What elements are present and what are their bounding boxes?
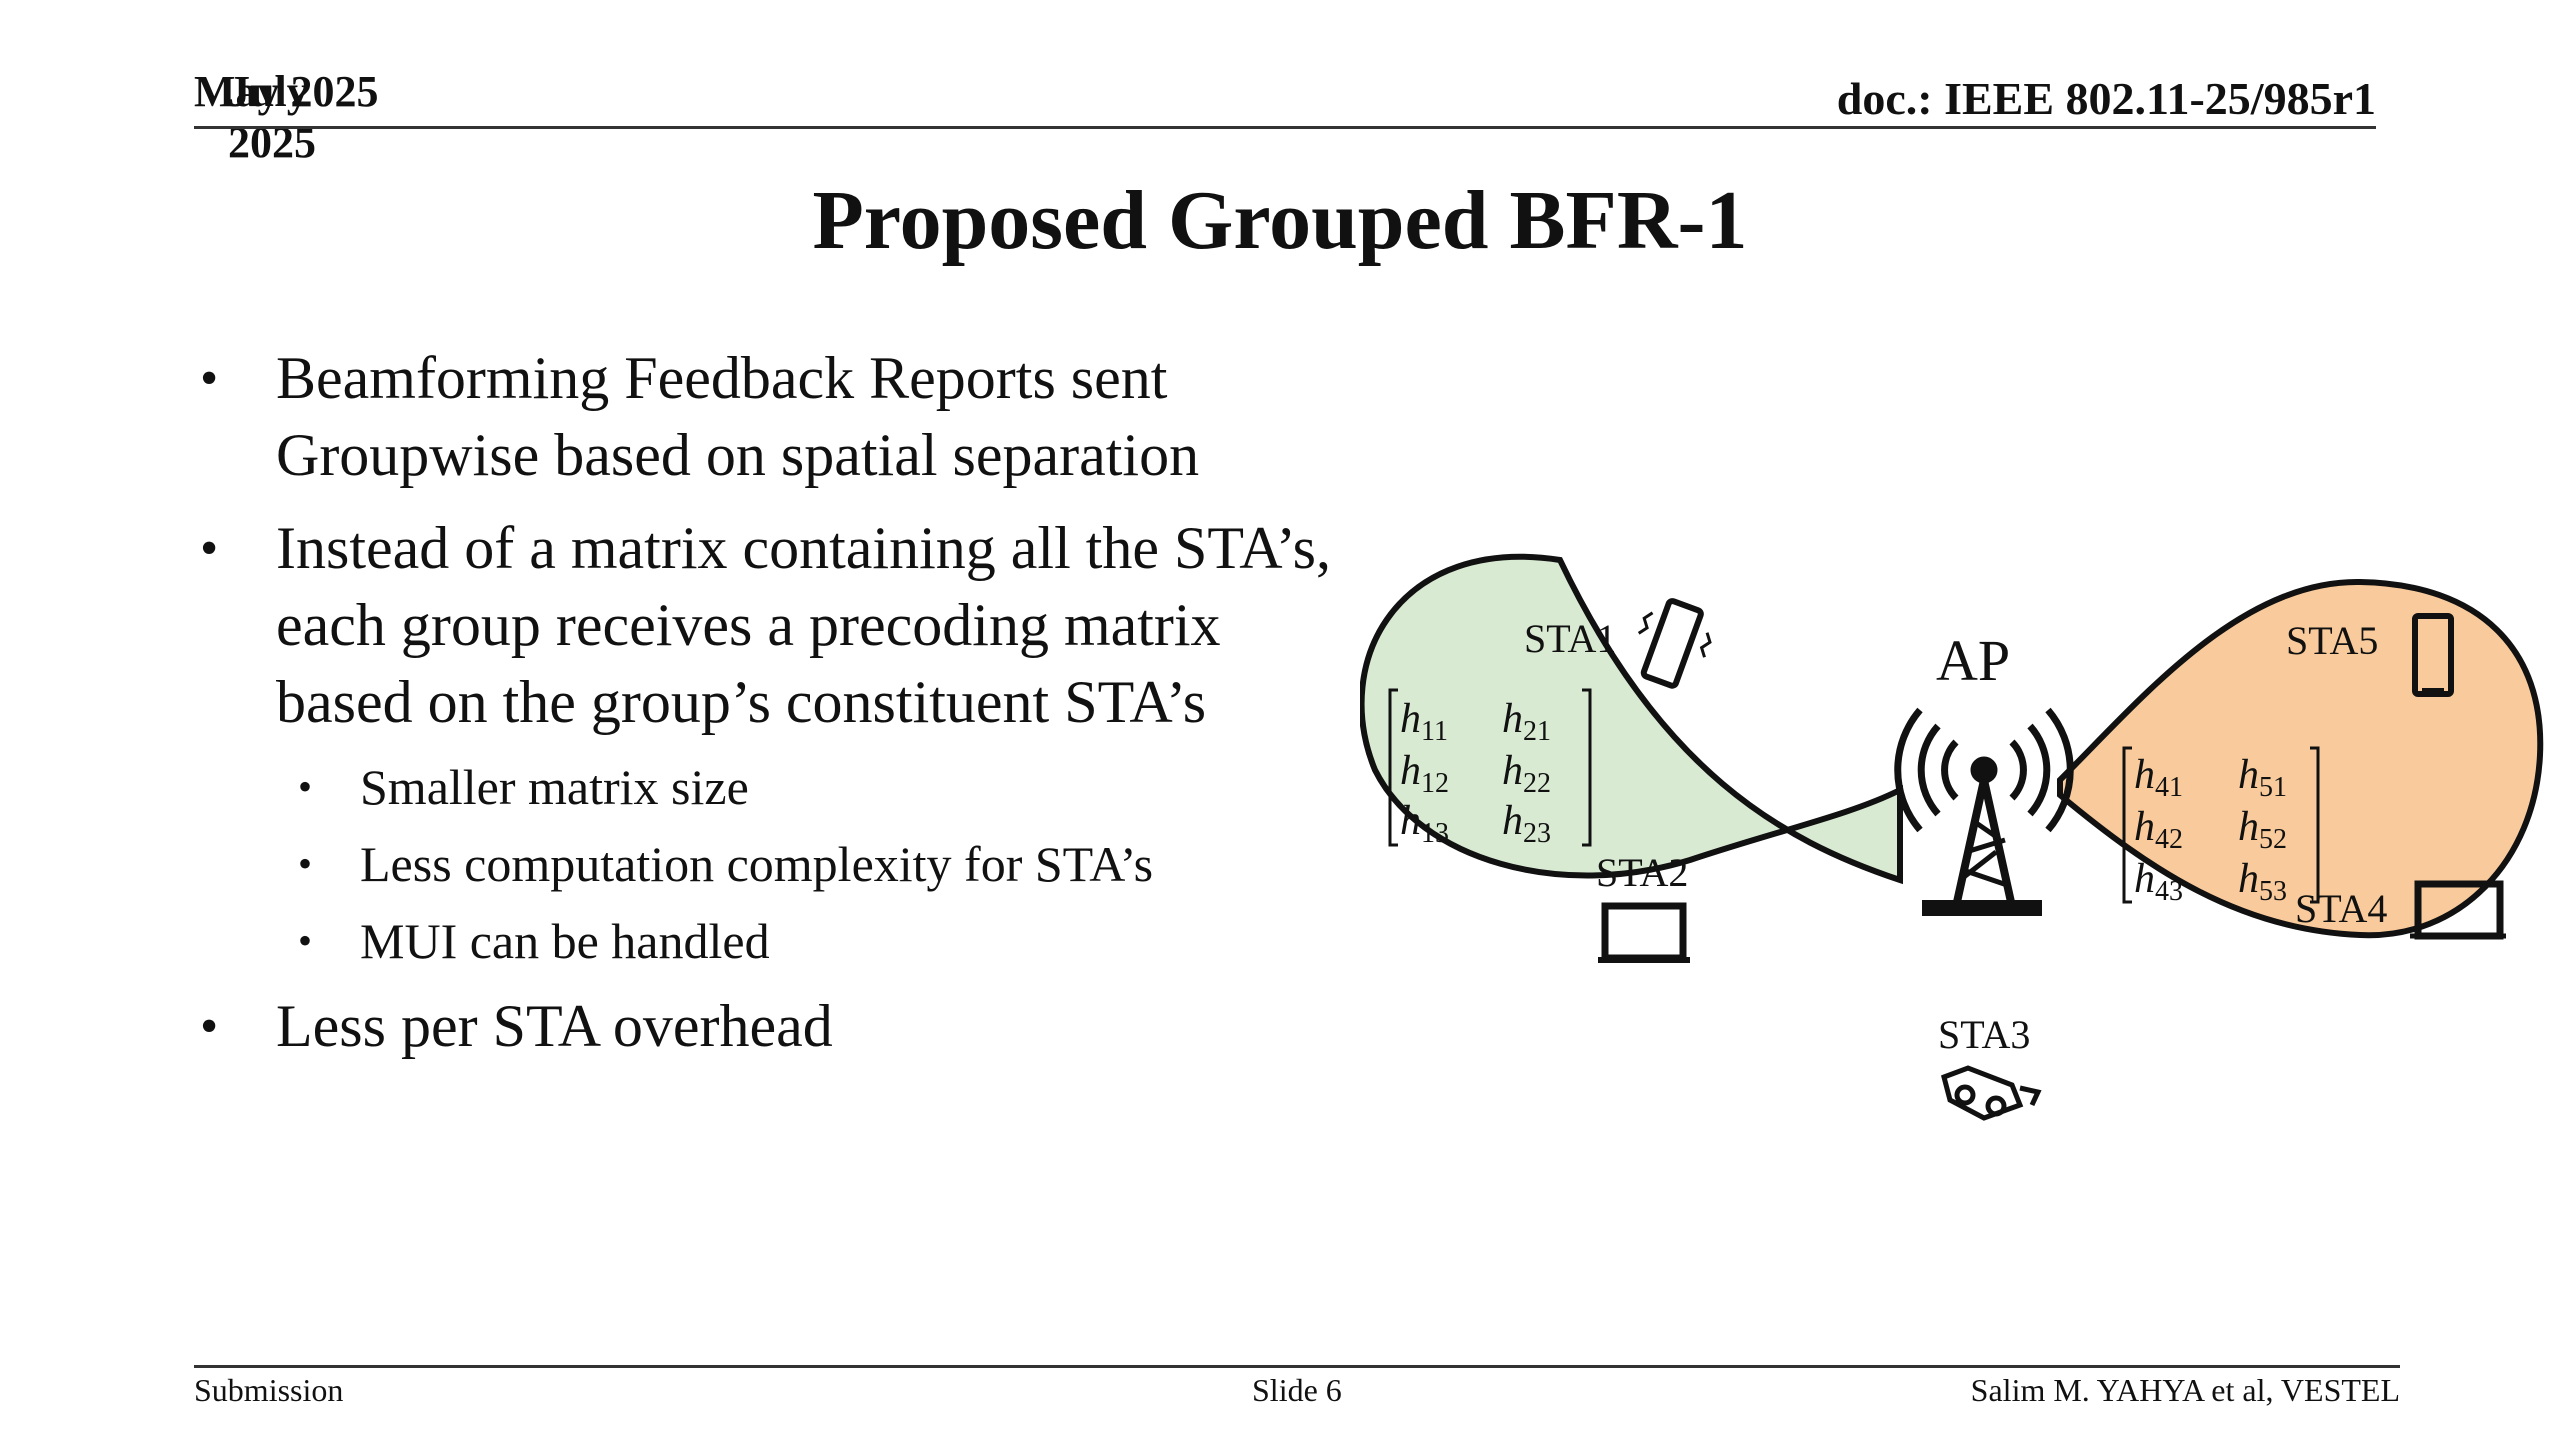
bullet-text: Instead of a matrix containing all the S… [276,515,1331,735]
sub-bullet-text: MUI can be handled [360,913,770,969]
sta3-label: STA3 [1938,1012,2030,1057]
header-date-text: May 2025 [194,67,379,116]
header-doc-id: doc.: IEEE 802.11-25/985r1 [1836,73,2376,124]
matrix-entry: h43 [2134,856,2183,907]
vr-glasses-icon [1941,1065,2042,1121]
bullet-glyph: • [298,764,313,809]
sta5-label: STA5 [2286,618,2378,663]
sta4-label: STA4 [2295,886,2387,931]
left-channel-matrix: h11 h21 h12 h22 h13 h23 [1388,688,1592,849]
left-beam-lobe [1360,553,1903,885]
footer-slide-number: Slide 6 [1252,1372,1342,1408]
matrix-entry: h42 [2134,804,2183,855]
matrix-entry: h23 [1502,798,1551,849]
bullet-item: • Beamforming Feedback Reports sent Grou… [200,340,1350,494]
footer-author: Salim M. YAHYA et al, VESTEL [1970,1372,2400,1408]
matrix-entry: h52 [2238,804,2287,855]
ap-label: AP [1936,628,2010,693]
bullet-glyph: • [200,520,219,577]
sta1-label: STA1 [1524,616,1616,661]
sub-bullet-item: • MUI can be handled [200,911,1350,971]
bullet-item: • Instead of a matrix containing all the… [200,510,1350,741]
laptop-icon [1598,902,1690,963]
bullet-list: • Beamforming Feedback Reports sent Grou… [200,340,1350,1081]
right-channel-matrix: h41 h51 h42 h52 h43 h53 [2122,746,2320,907]
sta2-label: STA2 [1596,850,1688,895]
matrix-entry: h53 [2238,856,2287,907]
bullet-glyph: • [298,918,313,963]
matrix-entry: h41 [2134,752,2183,803]
bullet-text: Less per STA overhead [276,993,833,1059]
sub-bullet-item: • Less computation complexity for STA’s [200,834,1350,894]
matrix-entry: h51 [2238,752,2287,803]
beam-group-diagram: AP STA1 STA2 STA3 STA4 STA5 h11 h21 h12 … [1360,553,2544,1121]
matrix-entry: h11 [1400,696,1448,747]
phone-icon [2412,613,2454,697]
bullet-text: Beamforming Feedback Reports sent Groupw… [276,345,1200,488]
matrix-entry: h12 [1400,748,1449,799]
header-date: May 2025 July 2025 [194,66,379,167]
matrix-entry: h22 [1502,748,1551,799]
phone-icon [1637,598,1712,689]
header-date-overlap-text: July 2025 [228,67,316,167]
bullet-glyph: • [200,350,219,407]
bullet-glyph: • [200,998,219,1055]
sub-bullet-text: Less computation complexity for STA’s [360,836,1154,892]
header-divider [194,126,2376,129]
ap-tower-icon [1894,707,2074,916]
footer-submission: Submission [194,1372,344,1408]
matrix-entry: h21 [1502,696,1551,747]
matrix-entry: h13 [1400,798,1449,849]
bullet-item: • Less per STA overhead [200,988,1350,1065]
slide-title: Proposed Grouped BFR-1 [812,174,1748,267]
sub-bullet-text: Smaller matrix size [360,759,749,815]
footer-divider [194,1365,2400,1368]
right-beam-lobe [2057,578,2544,939]
sub-bullet-item: • Smaller matrix size [200,757,1350,817]
laptop-icon [2410,880,2506,940]
bullet-glyph: • [298,841,313,886]
